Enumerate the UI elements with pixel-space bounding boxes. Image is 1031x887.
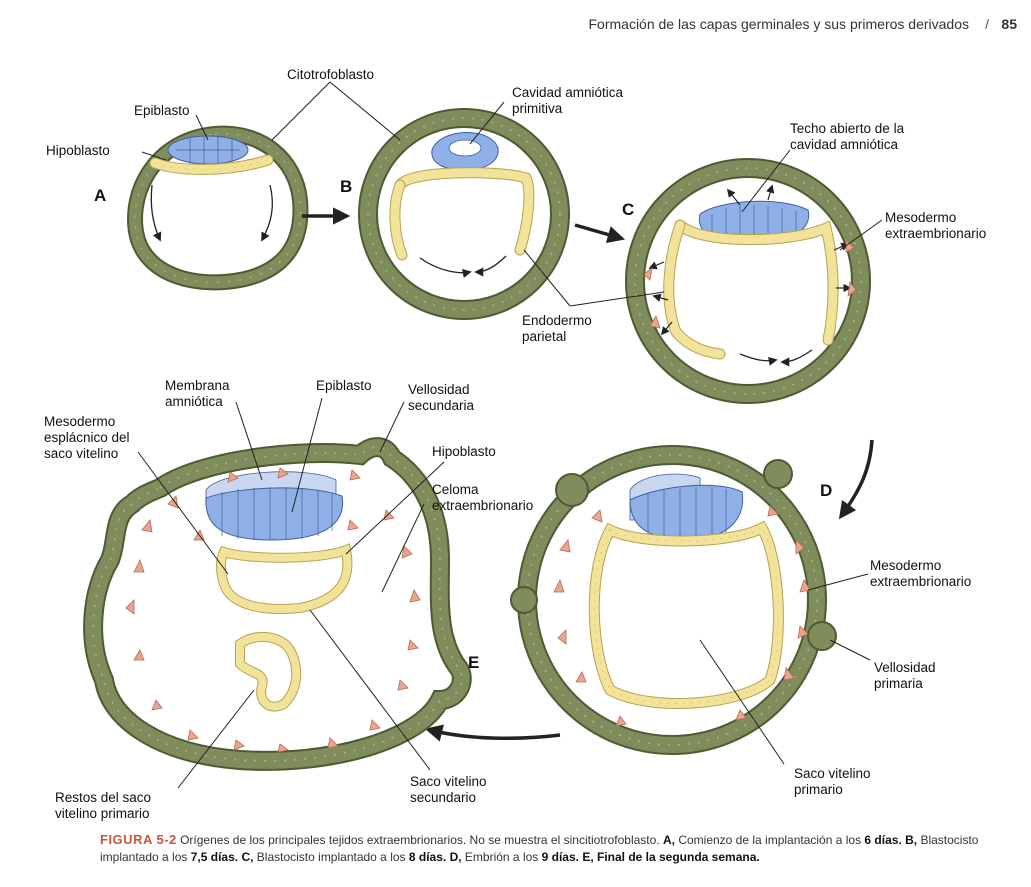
label-line: primario	[794, 782, 843, 797]
stage-e-epiblast	[205, 487, 344, 541]
label-epiblasto-a: Epiblasto	[134, 103, 190, 118]
caption-text: Comienzo de la implantación a los	[674, 833, 865, 847]
label-line: Mesodermo	[870, 558, 942, 573]
label-line: extraembrionario	[870, 574, 972, 589]
stage-b-hypoblast	[394, 167, 535, 256]
label-line: Mesodermo	[44, 414, 116, 429]
label-line: secundario	[410, 790, 477, 805]
label-line: Techo abierto de la	[790, 121, 905, 136]
label-mesodermo-esplacnico: Mesodermo esplácnico del saco vitelino	[44, 414, 130, 462]
label-line: Restos del saco	[55, 790, 152, 805]
stage-label-a: A	[94, 186, 107, 205]
label-line: Mesodermo	[885, 210, 957, 225]
stage-d-primary-villus-1	[555, 473, 589, 507]
label-line: primaria	[874, 676, 923, 691]
caption-bold: E,	[578, 850, 594, 864]
label-line: Endodermo	[522, 313, 592, 328]
label-line: saco vitelino	[44, 446, 119, 461]
label-line: cavidad amniótica	[790, 137, 899, 152]
label-membrana-amniotica: Membrana amniótica	[165, 378, 230, 410]
caption-figure-label: FIGURA 5-2	[100, 832, 177, 847]
label-line: Saco vitelino	[410, 774, 487, 789]
label-citotrofoblasto: Citotrofoblasto	[287, 67, 375, 82]
caption-bold: 6 días	[864, 833, 899, 847]
caption-bold: . B,	[898, 833, 918, 847]
label-line: Cavidad amniótica	[512, 85, 624, 100]
caption-text: Blastocisto implantado a los	[253, 850, 409, 864]
label-line: esplácnico del	[44, 430, 130, 445]
label-mesodermo-extraembrionario-d: Mesodermo extraembrionario	[870, 558, 971, 590]
label-line: vitelino primario	[55, 806, 150, 821]
figure-caption: FIGURA 5-2 Orígenes de los principales t…	[100, 831, 980, 866]
caption-bold: 7,5 días.	[190, 850, 239, 864]
stage-label-e: E	[468, 653, 480, 672]
arrow-d-to-e	[424, 724, 561, 742]
label-saco-vitelino-secundario: Saco vitelino secundario	[410, 774, 487, 806]
label-line: Celoma	[432, 482, 479, 497]
caption-text: Orígenes de los principales tejidos extr…	[176, 833, 663, 847]
stage-label-c: C	[622, 200, 635, 219]
stage-e-embryo	[83, 437, 472, 771]
label-line: extraembrionario	[432, 498, 534, 513]
label-techo-abierto: Techo abierto de la cavidad amniótica	[790, 121, 904, 153]
leader-lines	[137, 81, 883, 789]
label-line: Saco vitelino	[794, 766, 871, 781]
label-saco-vitelino-primario: Saco vitelino primario	[794, 766, 871, 798]
caption-bold: 8 días.	[408, 850, 447, 864]
caption-text: Blastocisto implantado a los	[100, 833, 979, 864]
label-line: primitiva	[512, 101, 563, 116]
label-cavidad-amniotica-primitiva: Cavidad amniótica primitiva	[512, 85, 623, 117]
stage-c-embryo	[625, 158, 871, 404]
page-header: Formación de las capas germinales y sus …	[0, 0, 1031, 40]
caption-bold: C,	[238, 850, 254, 864]
stage-d-primary-villus-3	[510, 586, 538, 614]
stage-b-amniotic-cavity	[448, 139, 482, 157]
caption-bold: Final de la segunda semana.	[593, 850, 760, 864]
label-endodermo-parietal: Endodermo parietal	[522, 313, 592, 345]
label-line: parietal	[522, 329, 567, 344]
stage-d-primary-villus-4	[807, 621, 837, 651]
label-vellosidad-secundaria: Vellosidad secundaria	[408, 382, 474, 414]
label-restos-saco-vitelino: Restos del saco vitelino primario	[55, 790, 151, 822]
label-line: Membrana	[165, 378, 230, 393]
stage-d-primary-yolk-sac	[588, 520, 784, 709]
label-celoma-extraembrionario: Celoma extraembrionario	[432, 482, 533, 514]
stage-d-primary-villus-2	[763, 459, 793, 489]
stage-d-epiblast	[629, 484, 744, 541]
stage-a-embryo	[127, 125, 309, 291]
stage-b-embryo	[358, 108, 570, 320]
label-hipoblasto-e: Hipoblasto	[432, 444, 496, 459]
arrow-c-to-d	[838, 439, 874, 520]
arrow-b-to-c	[574, 223, 626, 244]
label-vellosidad-primaria: Vellosidad primaria	[874, 660, 936, 692]
caption-bold: A,	[662, 833, 675, 847]
label-line: Vellosidad	[874, 660, 936, 675]
caption-text: Embrión a los	[461, 850, 542, 864]
page-number: 85	[1001, 16, 1017, 32]
caption-bold: 9 días.	[541, 850, 579, 864]
stage-label-d: D	[820, 481, 833, 500]
caption-bold: D,	[446, 850, 462, 864]
header-separator: /	[985, 16, 989, 32]
label-line: secundaria	[408, 398, 475, 413]
label-mesodermo-extraembrionario-c: Mesodermo extraembrionario	[885, 210, 986, 242]
stage-label-b: B	[340, 177, 353, 196]
label-line: Vellosidad	[408, 382, 470, 397]
label-line: extraembrionario	[885, 226, 987, 241]
label-epiblasto-e: Epiblasto	[316, 378, 372, 393]
label-hipoblasto-a: Hipoblasto	[46, 143, 110, 158]
header-title: Formación de las capas germinales y sus …	[588, 16, 970, 32]
stage-d-embryo	[510, 445, 837, 755]
label-line: amniótica	[165, 394, 223, 409]
